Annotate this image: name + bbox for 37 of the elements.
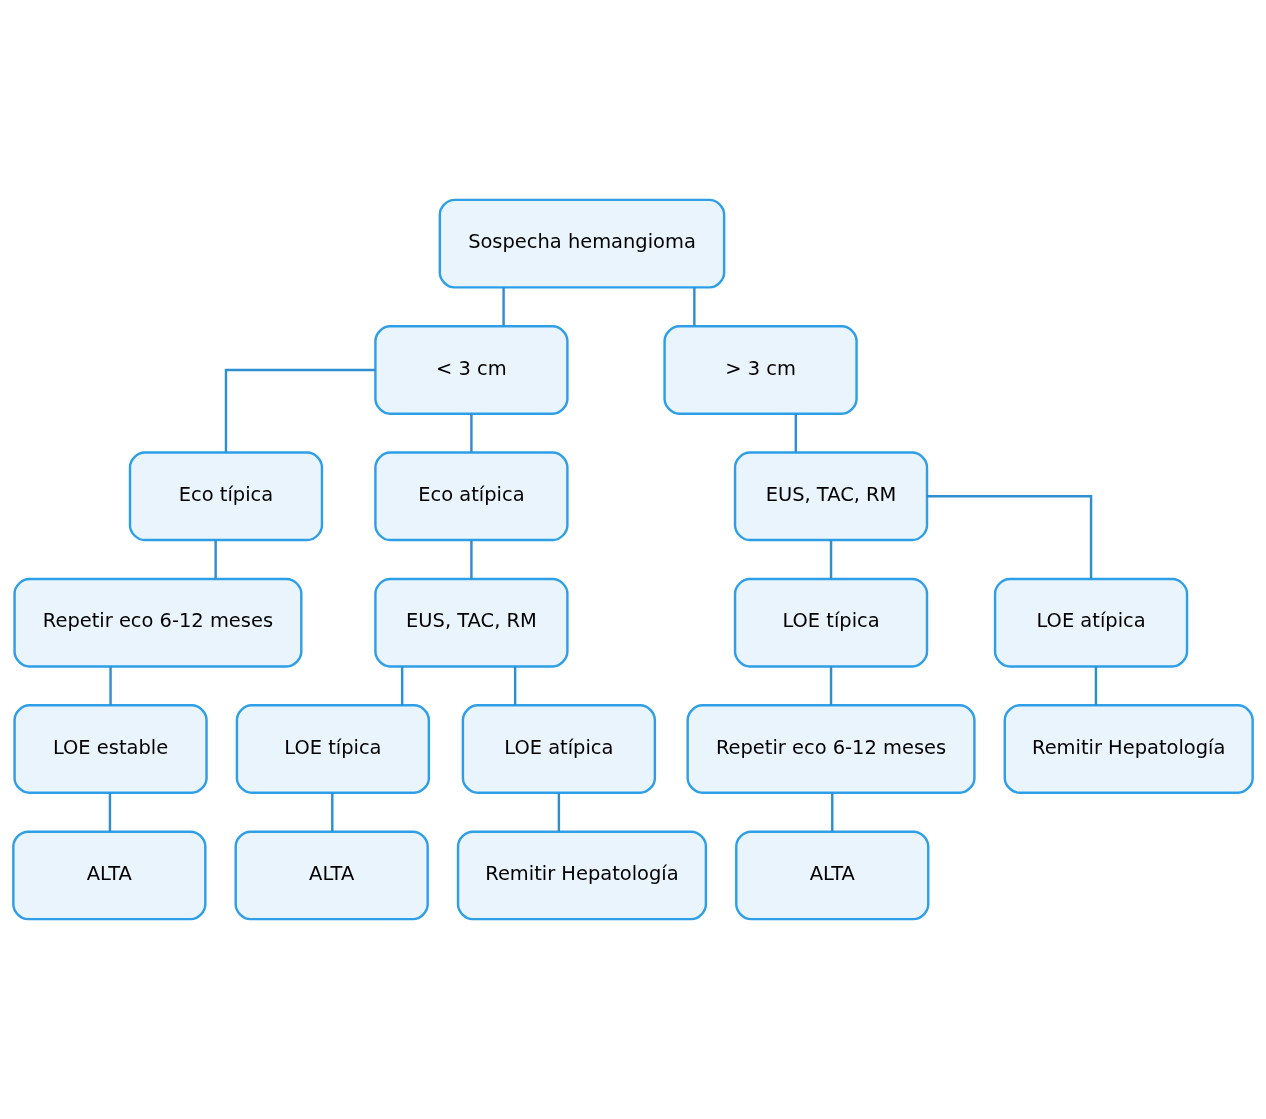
node-box: ALTA	[735, 830, 930, 921]
connector	[829, 540, 833, 579]
connector	[831, 792, 834, 832]
connector	[331, 792, 334, 832]
connector	[109, 666, 112, 706]
connector	[1094, 666, 1098, 706]
node-box: ALTA	[234, 830, 429, 921]
connector	[557, 792, 561, 832]
connector	[502, 287, 505, 327]
node-box: Sospecha hemangioma	[438, 198, 726, 289]
connector	[513, 666, 517, 706]
node-box: LOE atípica	[993, 577, 1189, 668]
connector	[693, 287, 696, 327]
connector	[214, 540, 217, 579]
node-box: LOE típica	[235, 704, 431, 794]
node-box: Remitir Hepatología	[456, 830, 708, 921]
connector	[108, 792, 112, 832]
connector	[224, 368, 376, 453]
connector	[829, 666, 833, 706]
connector	[927, 495, 1093, 579]
node-box: Eco atípica	[374, 451, 569, 542]
node-box: < 3 cm	[374, 325, 569, 415]
node-box: Repetir eco 6-12 meses	[686, 704, 976, 794]
node-box: LOE típica	[733, 577, 929, 668]
node-box: ALTA	[12, 830, 207, 921]
node-box: EUS, TAC, RM	[374, 577, 569, 668]
node-box: LOE atípica	[461, 704, 657, 794]
node-box: Eco típica	[128, 451, 324, 542]
node-box: LOE estable	[13, 704, 208, 794]
node-box: > 3 cm	[663, 325, 858, 415]
connector	[400, 666, 404, 706]
node-box: EUS, TAC, RM	[733, 451, 929, 542]
node-box: Remitir Hepatología	[1003, 704, 1254, 794]
connector	[470, 540, 473, 579]
connector	[794, 413, 798, 453]
node-box: Repetir eco 6-12 meses	[13, 577, 303, 668]
connector	[470, 413, 473, 453]
